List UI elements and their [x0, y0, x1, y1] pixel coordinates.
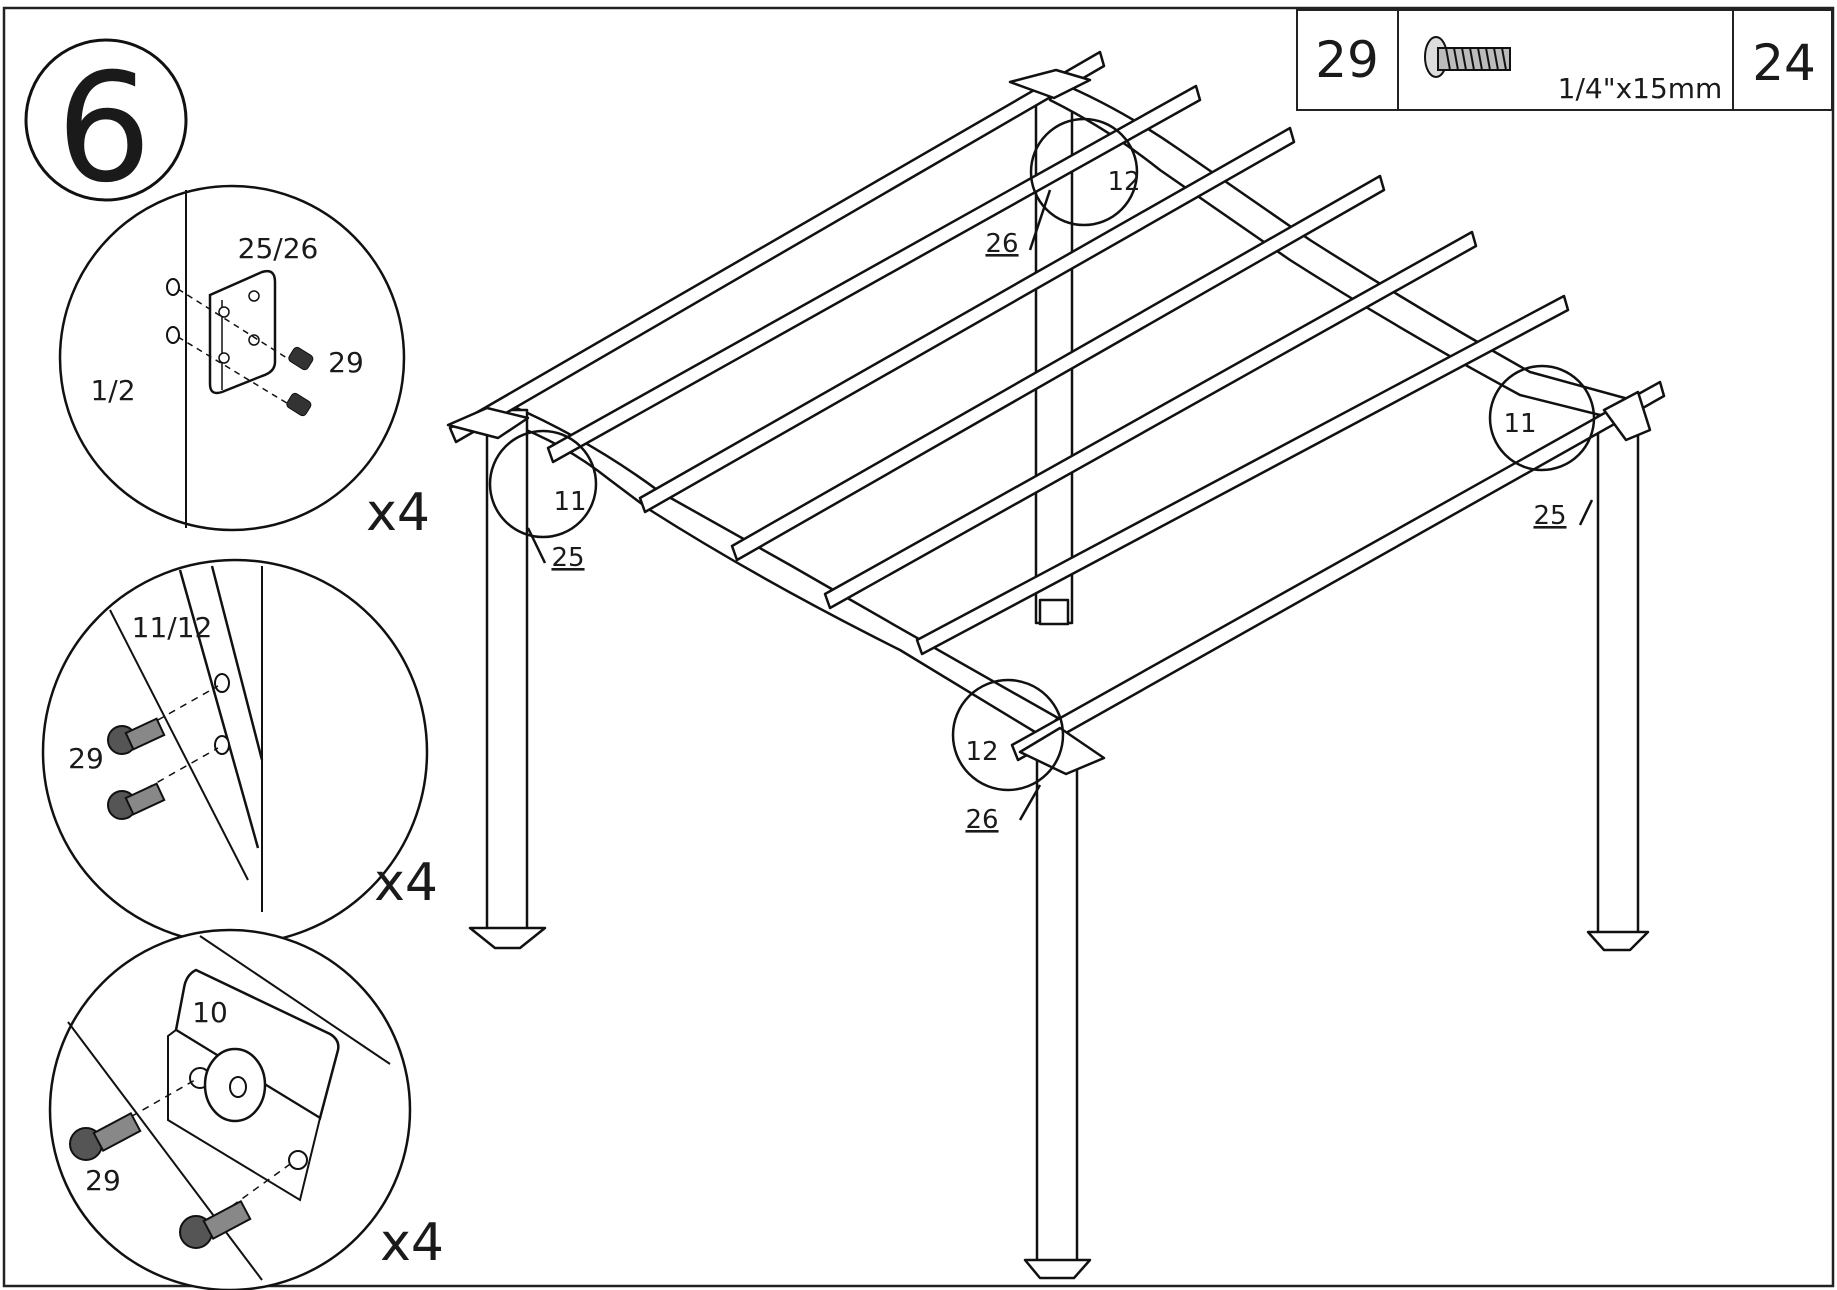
multiplier: x4 [380, 1213, 444, 1273]
step-badge: 6 [24, 38, 188, 216]
screw-label: 29 [328, 346, 364, 379]
callouts [488, 117, 1596, 821]
screw-icon [107, 717, 166, 820]
callout-left [488, 429, 598, 539]
callout-front-bracket: 26 [965, 805, 998, 835]
rafter-3 [638, 126, 1296, 514]
callout-rear-bracket: 26 [985, 229, 1018, 259]
left-post [485, 408, 529, 932]
left-header [446, 406, 530, 440]
detail-bracket-to-post: 25/26 29 1/2 x4 [58, 184, 430, 543]
front-header [1018, 726, 1106, 776]
part-size: 1/4"x15mm [1558, 72, 1723, 105]
callout-rear [1029, 117, 1139, 227]
page-border [2, 6, 1835, 1288]
multiplier: x4 [366, 483, 430, 543]
right-post [1596, 413, 1640, 935]
screw-icon [286, 346, 314, 417]
callout-right [1488, 364, 1596, 472]
rafter-1 [448, 50, 1106, 444]
bracket-label: 25/26 [238, 232, 319, 265]
plate-label: 10 [192, 996, 228, 1029]
callout-rear-beam: 12 [1107, 167, 1140, 197]
part-quantity: 24 [1752, 34, 1816, 92]
callout-right-bracket: 25 [1533, 501, 1566, 531]
callout-labels: 11 25 12 26 11 25 12 26 [551, 167, 1566, 835]
callout-front [951, 678, 1065, 792]
front-post [1035, 743, 1079, 1267]
callout-left-bracket: 25 [551, 543, 584, 573]
step-number: 6 [56, 42, 151, 216]
post-label: 1/2 [90, 374, 135, 407]
beam-label: 11/12 [132, 611, 213, 644]
rear-header [1008, 68, 1092, 100]
screw-icon [69, 1111, 252, 1249]
rafter-2 [546, 84, 1202, 464]
screw-label: 29 [85, 1164, 121, 1197]
callout-left-beam: 11 [553, 487, 586, 517]
rafter-4 [730, 174, 1386, 562]
screw-label: 29 [68, 742, 104, 775]
callout-front-beam: 12 [965, 737, 998, 767]
side-beam-left [498, 403, 1060, 737]
pergola-frame [446, 50, 1666, 1280]
detail-beam-screws: 11/12 29 x4 [41, 558, 438, 946]
callout-right-beam: 11 [1503, 409, 1536, 439]
rafter-5 [823, 230, 1478, 610]
parts-table: 29 1/4"x15mm 24 [1296, 9, 1833, 111]
part-id: 29 [1315, 31, 1379, 89]
multiplier: x4 [374, 853, 438, 913]
detail-corner-plate: 10 29 x4 [48, 928, 444, 1290]
screw-icon [1424, 36, 1511, 78]
front-beam [1010, 380, 1666, 762]
right-header [1602, 390, 1652, 442]
rafter-6 [915, 294, 1570, 656]
